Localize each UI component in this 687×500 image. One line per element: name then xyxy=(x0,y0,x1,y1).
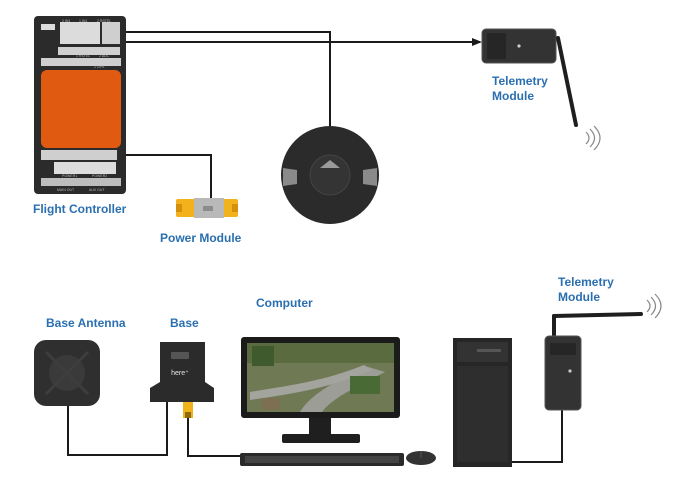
cable-tower-to-telemetry xyxy=(492,410,563,463)
gps-module xyxy=(281,126,379,224)
base-antenna xyxy=(34,340,100,406)
cable-base-to-computer xyxy=(187,418,244,457)
fc-silk-header-1: 2 IN1 xyxy=(62,19,70,23)
computer-monitor xyxy=(241,337,400,443)
label-telemetry-top-line1: Telemetry xyxy=(492,74,548,88)
fc-silk-row-2b: 2 ADC xyxy=(99,54,110,58)
fc-silk-header-2: 1 IN1 xyxy=(79,19,87,23)
label-base-antenna: Base Antenna xyxy=(46,316,126,330)
computer-mouse xyxy=(406,451,436,465)
label-power-module: Power Module xyxy=(160,231,242,245)
base-unit: here⁺ xyxy=(150,342,214,418)
label-telemetry-bottom-line1: Telemetry xyxy=(558,275,614,289)
label-computer: Computer xyxy=(256,296,313,310)
telemetry-module-top xyxy=(481,28,601,151)
cables xyxy=(67,31,563,463)
wifi-signal-icon xyxy=(585,125,601,151)
fc-silk-power-1: POWER1 xyxy=(62,174,77,178)
label-base: Base xyxy=(170,316,199,330)
power-module xyxy=(176,198,238,218)
cable-fc-to-gps xyxy=(74,31,331,126)
label-flight-controller: Flight Controller xyxy=(33,202,127,216)
label-telemetry-bottom-line2: Module xyxy=(558,290,600,304)
computer-tower xyxy=(453,338,512,467)
fc-silk-bottom-1: MAIN OUT xyxy=(57,188,75,192)
computer-keyboard xyxy=(240,453,404,466)
fc-silk-header-3: 2 RSTEL xyxy=(97,19,111,23)
cable-arrowhead xyxy=(472,38,482,46)
fc-silk-power-2: POWER2 xyxy=(92,174,107,178)
base-badge-text: here⁺ xyxy=(171,370,189,377)
telemetry-module-bottom xyxy=(544,293,662,411)
cable-base-antenna-to-base xyxy=(67,398,168,456)
wifi-signal-icon xyxy=(646,293,662,319)
fc-silk-row-3: 1 GPS xyxy=(94,65,105,69)
label-telemetry-top-line2: Module xyxy=(492,89,534,103)
fc-silk-bottom-2: AUX OUT xyxy=(89,188,105,192)
fc-silk-row-2: 1 RSTEL xyxy=(76,54,90,58)
cable-fc-to-power-module xyxy=(92,154,212,199)
flight-controller: 2 IN1 1 IN1 2 RSTEL 1 RSTEL 2 ADC 1 GPS … xyxy=(34,16,126,194)
